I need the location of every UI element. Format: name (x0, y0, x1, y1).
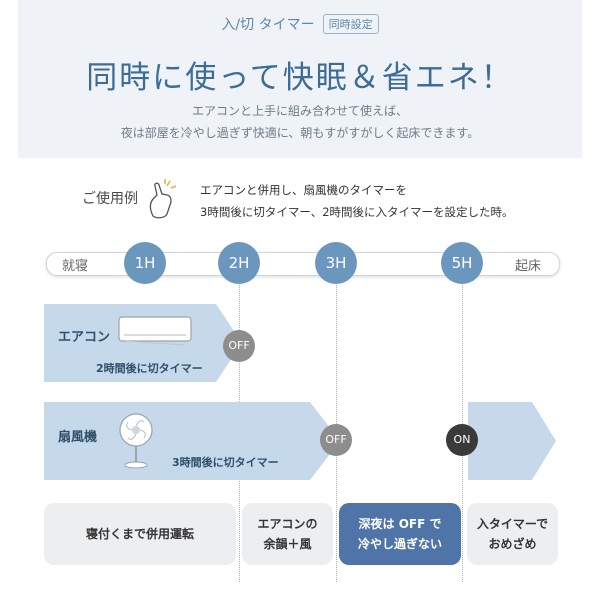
aircon-timer-text: 2時間後に切タイマー (96, 362, 203, 375)
subtitle-text: 入/切 タイマー (221, 17, 315, 33)
description-line-1: エアコンと上手に組み合わせて使えば、 (191, 104, 408, 118)
timeline-start-label: 就寝 (62, 259, 89, 274)
fan-off-badge: OFF (320, 424, 352, 456)
phase-4-line-2: おめざめ (488, 537, 537, 551)
usage-example-label: ご使用例 (82, 191, 138, 207)
timeline-end-label: 起床 (515, 259, 542, 274)
fan-on-badge: ON (446, 424, 478, 456)
usage-text-line-1: エアコンと併用し、扇風機のタイマーを (200, 183, 407, 197)
hour-marker-1h: 1H (124, 242, 166, 284)
usage-text-line-2: 3時間後に切タイマー、2時間後に入タイマーを設定した時。 (200, 205, 514, 219)
fan-label: 扇風機 (58, 430, 98, 445)
electric-fan-icon (119, 413, 153, 469)
phase-box-midnight-off: 深夜は OFF で冷やし過ぎない (339, 503, 461, 565)
pointing-hand-icon (149, 179, 177, 219)
phase-3-line-2: 冷やし過ぎない (357, 537, 442, 551)
phase-4-line-1: 入タイマーで (476, 517, 549, 531)
hour-marker-5h: 5H (441, 242, 483, 284)
phase-box-wake-up: 入タイマーでおめざめ (467, 503, 558, 565)
fan-arrow (44, 402, 340, 480)
timer-subtitle: 入/切 タイマー同時設定 (18, 14, 582, 34)
phase-box-aircon-afterglow: エアコンの余韻＋風 (242, 503, 333, 565)
description-line-2: 夜は部屋を冷やし過ぎず快適に、朝もすがすがしく起床できます。 (120, 126, 480, 140)
fan-on-arrow (468, 402, 556, 480)
page-title: 同時に使って快眠＆省エネ！ (86, 60, 514, 96)
aircon-label: エアコン (58, 330, 111, 345)
phase-box-combined-operation: 寝付くまで併用運転 (44, 503, 236, 565)
phase-2-line-2: 余韻＋風 (263, 537, 312, 551)
hour-marker-2h: 2H (218, 242, 260, 284)
phase-1-line-1: 寝付くまで併用運転 (85, 527, 194, 541)
phase-3-line-1: 深夜は OFF で (358, 517, 442, 531)
hour-marker-3h: 3H (315, 242, 357, 284)
air-conditioner-icon (118, 316, 192, 346)
aircon-off-badge: OFF (223, 330, 255, 362)
header-banner: 入/切 タイマー同時設定 同時に使って快眠＆省エネ！ エアコンと上手に組み合わせ… (18, 0, 582, 158)
fan-timer-text: 3時間後に切タイマー (172, 456, 279, 469)
phase-2-line-1: エアコンの (257, 517, 318, 531)
simultaneous-setting-tag: 同時設定 (322, 14, 379, 34)
aircon-arrow (44, 304, 242, 382)
